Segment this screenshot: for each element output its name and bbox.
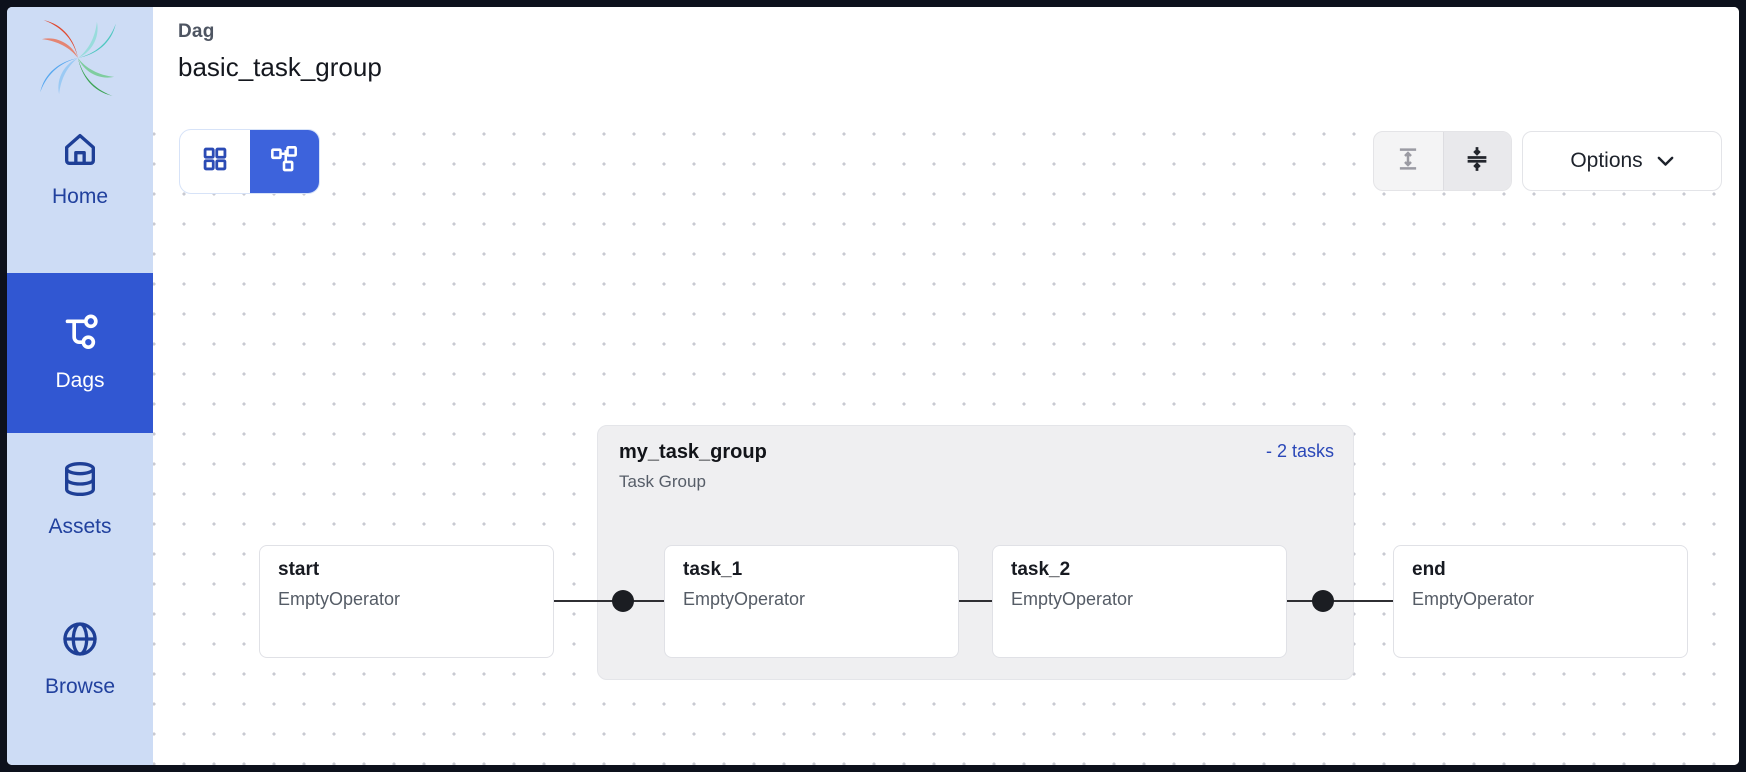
sidebar-item-browse[interactable]: Browse xyxy=(7,619,153,699)
sidebar-item-assets[interactable]: Assets xyxy=(7,459,153,539)
collapse-vertical-icon xyxy=(1462,144,1492,179)
task-node-task-2[interactable]: task_2 EmptyOperator xyxy=(992,545,1287,658)
task-node-operator: EmptyOperator xyxy=(278,589,401,609)
task-node-start[interactable]: start EmptyOperator xyxy=(259,545,554,658)
dag-title: basic_task_group xyxy=(178,52,382,82)
graph-view-button[interactable] xyxy=(249,130,319,193)
main-content: Dag basic_task_group xyxy=(153,7,1739,765)
task-node-operator: EmptyOperator xyxy=(683,589,806,609)
sidebar-item-dags[interactable]: Dags xyxy=(7,273,153,433)
graph-view-icon xyxy=(270,145,298,178)
collapse-vertical-button[interactable] xyxy=(1442,132,1511,190)
dags-icon xyxy=(60,313,100,353)
view-toggle-group xyxy=(179,129,320,194)
task-node-title: start xyxy=(278,559,320,580)
sidebar-item-label: Browse xyxy=(44,675,116,698)
home-icon xyxy=(60,129,100,169)
task-group-collapse-link[interactable]: - 2 tasks xyxy=(1265,441,1334,461)
page-eyebrow: Dag xyxy=(178,21,215,42)
task-node-operator: EmptyOperator xyxy=(1412,589,1535,609)
expand-vertical-icon xyxy=(1393,144,1423,179)
airflow-app: Home Dags xyxy=(7,7,1739,765)
task-node-title: task_1 xyxy=(683,559,743,580)
sidebar-item-label: Home xyxy=(51,185,109,208)
task-node-operator: EmptyOperator xyxy=(1011,589,1134,609)
sidebar: Home Dags xyxy=(7,7,153,765)
options-button[interactable]: Options xyxy=(1522,131,1722,191)
task-group-subtitle: Task Group xyxy=(619,472,706,491)
page-header: Dag basic_task_group xyxy=(178,21,382,83)
grid-view-button[interactable] xyxy=(180,130,250,193)
chevron-down-icon xyxy=(1657,149,1674,173)
task-node-title: end xyxy=(1412,559,1446,580)
grid-view-icon xyxy=(201,145,229,178)
sidebar-item-home[interactable]: Home xyxy=(7,129,153,209)
density-control-group xyxy=(1373,131,1512,191)
task-node-task-1[interactable]: task_1 EmptyOperator xyxy=(664,545,959,658)
task-group-title: my_task_group xyxy=(619,441,767,463)
airflow-logo[interactable] xyxy=(35,15,121,101)
sidebar-item-label: Assets xyxy=(48,515,112,538)
task-node-end[interactable]: end EmptyOperator xyxy=(1393,545,1688,658)
sidebar-item-label: Dags xyxy=(55,369,105,392)
options-button-label: Options xyxy=(1570,149,1643,172)
assets-icon xyxy=(60,459,100,499)
task-node-title: task_2 xyxy=(1011,559,1071,580)
browse-icon xyxy=(60,619,100,659)
expand-vertical-button[interactable] xyxy=(1374,132,1443,190)
